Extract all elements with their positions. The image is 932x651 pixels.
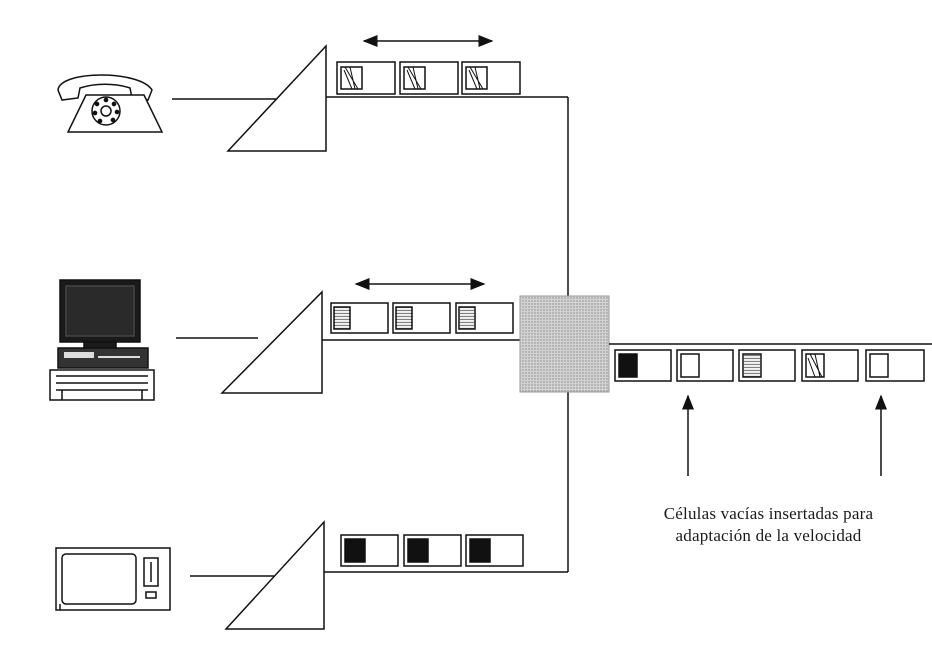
buffer-triangle xyxy=(222,292,322,393)
caption-line-1: Células vacías insertadas para xyxy=(605,503,932,525)
television-icon xyxy=(56,548,170,610)
output-cells xyxy=(615,350,924,381)
computer-cells xyxy=(331,303,513,333)
caption-line-2: adaptación de la velocidad xyxy=(605,525,932,547)
telephone-cells xyxy=(337,62,520,94)
multiplexer xyxy=(520,296,609,392)
television-cells xyxy=(341,535,523,566)
computer-icon xyxy=(50,280,154,400)
empty-cells-caption: Células vacías insertadas para adaptació… xyxy=(605,503,932,547)
telephone-icon xyxy=(58,75,162,132)
